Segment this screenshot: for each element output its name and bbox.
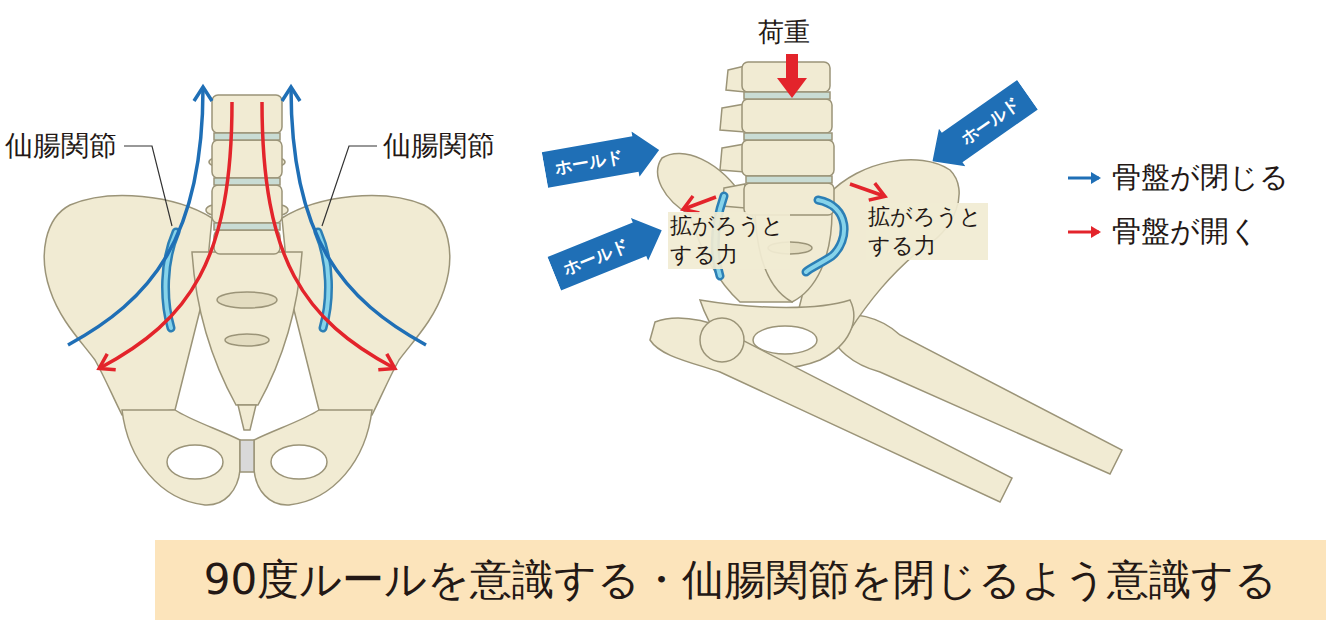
force-label: 拡がろうと する力	[866, 203, 988, 260]
load-arrow	[777, 54, 807, 98]
joint-label: 仙腸関節	[383, 128, 495, 164]
force-arrows	[68, 88, 426, 368]
legend-row: 骨盤が閉じる	[1066, 158, 1289, 198]
joint-label: 仙腸関節	[5, 128, 117, 164]
legend-text: 骨盤が開く	[1112, 212, 1259, 252]
oblique-pelvis	[650, 62, 1122, 502]
block-arrow-outline	[541, 127, 663, 192]
load-label: 荷重	[758, 16, 810, 50]
caption-text: 90度ルールを意識する・仙腸関節を閉じるよう意識する	[204, 552, 1277, 608]
hold-arrow: ホールド	[919, 76, 1040, 180]
legend-arrow	[1066, 222, 1104, 242]
block-arrow-outline	[546, 209, 671, 295]
legend-arrow-head	[1091, 172, 1101, 184]
caption-band	[155, 540, 1326, 620]
hold-arrow: ホールド	[541, 127, 663, 192]
spread-arrow	[684, 184, 884, 209]
legend-text: 骨盤が閉じる	[1112, 158, 1289, 198]
legend-arrow	[1066, 168, 1104, 188]
leader-line	[124, 146, 377, 226]
block-arrow-outline	[919, 76, 1040, 180]
caption-box: 90度ルールを意識する・仙腸関節を閉じるよう意識する	[155, 540, 1326, 620]
legend-arrow-head	[1091, 226, 1101, 238]
legend-row: 骨盤が開く	[1066, 212, 1259, 252]
hold-arrow: ホールド	[546, 209, 671, 295]
force-label: 拡がろうと する力	[668, 212, 790, 269]
sacroiliac-joint	[166, 232, 329, 328]
